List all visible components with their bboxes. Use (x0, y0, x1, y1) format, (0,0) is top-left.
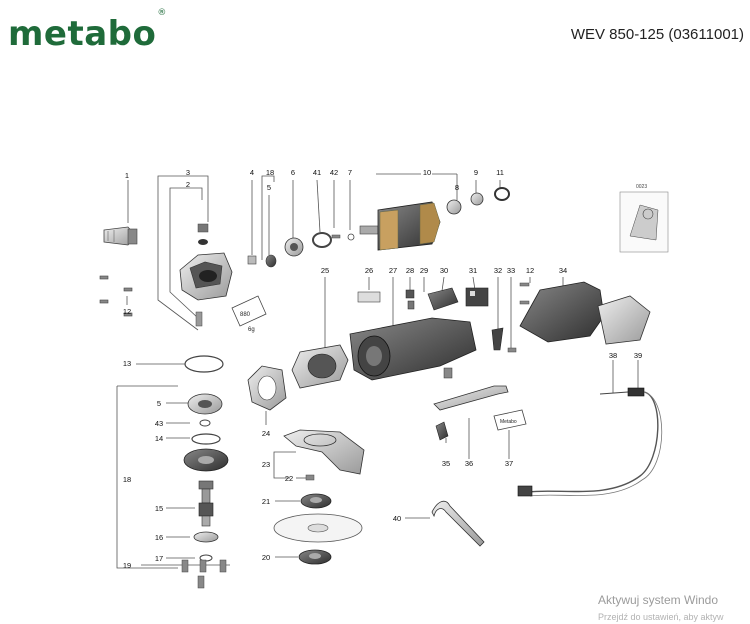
callout-39: 39 (634, 351, 642, 360)
callout-11: 11 (496, 168, 504, 177)
side-handle (103, 226, 138, 246)
callout-21: 21 (262, 497, 270, 506)
callout-33: 33 (507, 266, 515, 275)
callout-8: 8 (455, 183, 459, 192)
callout-43: 43 (155, 419, 163, 428)
callout-1: 1 (125, 171, 129, 180)
callout-31: 31 (469, 266, 477, 275)
callout-17: 17 (155, 554, 163, 563)
callout-42: 42 (330, 168, 338, 177)
field-coil (291, 344, 349, 389)
windows-activation-subtext: Przejdź do ustawień, aby aktyw (598, 612, 724, 622)
callout-3: 3 (186, 168, 190, 177)
callout-28: 28 (406, 266, 414, 275)
callout-5-bottom: 5 (157, 399, 161, 408)
callout-2: 2 (186, 180, 190, 189)
callout-29: 29 (420, 266, 428, 275)
callout-12-left: 12 (123, 307, 131, 316)
leader-lines (116, 173, 639, 569)
callout-38: 38 (609, 351, 617, 360)
callout-7: 7 (348, 168, 352, 177)
callout-16: 16 (155, 533, 163, 542)
callout-32: 32 (494, 266, 502, 275)
callout-27: 27 (389, 266, 397, 275)
callout-36: 36 (465, 459, 473, 468)
flange-nut-20 (298, 549, 332, 565)
callout-6: 6 (291, 168, 295, 177)
badge-37: Metabo (493, 409, 527, 431)
strain-relief (491, 327, 517, 353)
callout-24: 24 (262, 429, 270, 438)
power-cable (517, 387, 663, 497)
callout-13: 13 (123, 359, 131, 368)
callout-37: 37 (505, 459, 513, 468)
rear-handle-shell (519, 281, 651, 345)
callout-9: 9 (474, 168, 478, 177)
callout-22: 22 (285, 474, 293, 483)
brush-parts (435, 367, 453, 441)
callout-15: 15 (155, 504, 163, 513)
metabo-logo: metabo® (8, 7, 167, 54)
grinding-disc (273, 513, 363, 543)
spindle-stack (183, 393, 229, 562)
callout-12-right: 12 (526, 266, 534, 275)
badge-metabo-label: Metabo (500, 419, 517, 425)
callout-4: 4 (250, 168, 254, 177)
lubricant-plate: 880 6g (231, 295, 267, 333)
callout-34: 34 (559, 266, 567, 275)
guard-ring (247, 365, 287, 411)
pin-wrench (431, 500, 485, 547)
wiring-inset: 0023 (619, 184, 669, 253)
callout-35: 35 (442, 459, 450, 468)
plate-6g-label: 6g (248, 327, 255, 333)
callout-10: 10 (423, 168, 431, 177)
callout-40: 40 (393, 514, 401, 523)
callout-18-bottom: 18 (123, 475, 131, 484)
callout-25: 25 (321, 266, 329, 275)
callout-18-top: 18 (266, 168, 274, 177)
flange-21 (300, 493, 332, 509)
ring-13 (184, 355, 224, 373)
callout-41: 41 (313, 168, 321, 177)
callout-5-top: 5 (267, 183, 271, 192)
screws-19 (181, 559, 227, 589)
callout-26: 26 (365, 266, 373, 275)
windows-activation-watermark: Aktywuj system Windo (598, 593, 719, 607)
switch-parts (357, 287, 489, 311)
callout-14: 14 (155, 434, 163, 443)
small-bearings (247, 232, 355, 268)
callout-numbers: 1 2 3 4 5 18 6 41 42 7 10 8 9 11 25 26 2… (123, 168, 642, 570)
gear-housing (179, 223, 233, 327)
motor-housing (349, 317, 477, 381)
armature (359, 187, 510, 251)
plate-880-label: 880 (240, 312, 251, 318)
inset-code: 0023 (636, 184, 647, 190)
callout-30: 30 (440, 266, 448, 275)
screws-left (99, 275, 133, 317)
model-title: WEV 850-125 (03611001) (570, 26, 744, 43)
wheel-guard (283, 429, 365, 481)
callout-23: 23 (262, 460, 270, 469)
callout-19: 19 (123, 561, 131, 570)
lever-36 (433, 385, 509, 411)
callout-20: 20 (262, 553, 270, 562)
